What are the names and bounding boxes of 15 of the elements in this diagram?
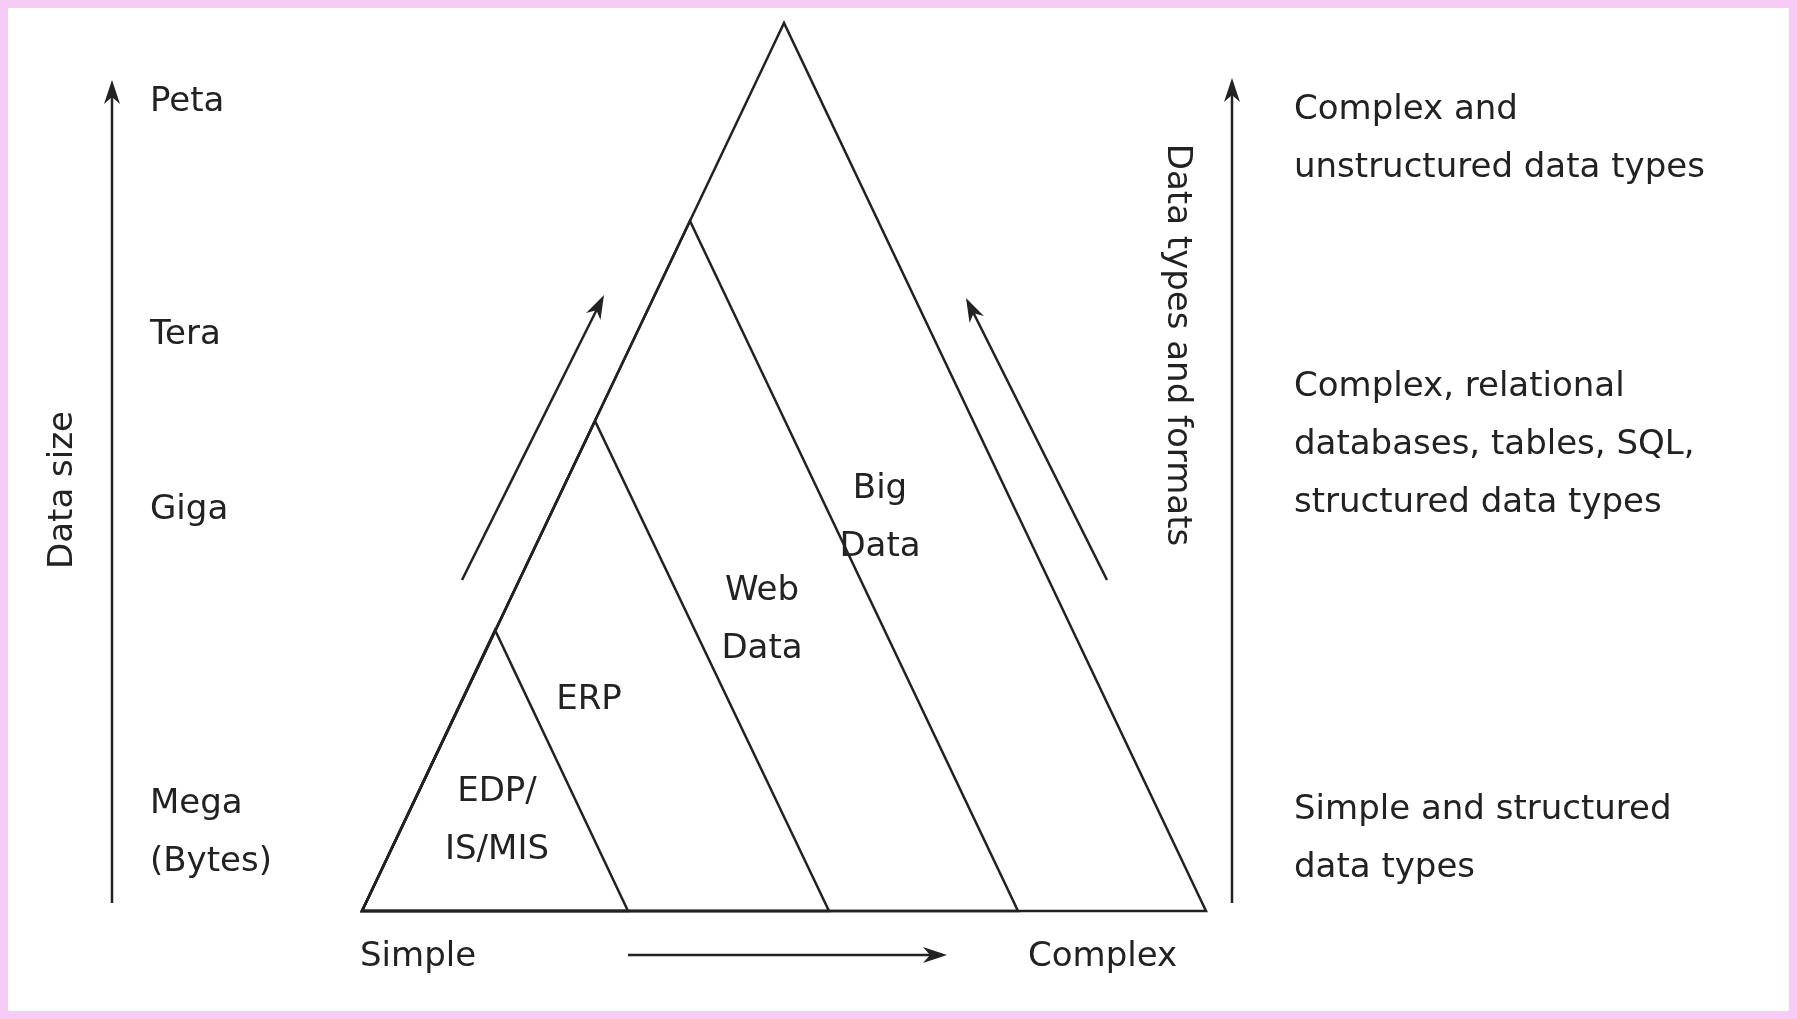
region-label: Big Data [838, 465, 922, 566]
region-label: EDP/ IS/MIS [444, 768, 550, 869]
scale-label: Tera [150, 311, 222, 354]
axis-title: Data size [39, 411, 81, 569]
description-text: Complex, relational databases, tables, SQL, structured data types [1294, 363, 1696, 522]
scale-label: Giga [150, 486, 230, 529]
axis-label: Simple [360, 933, 478, 976]
scale-label: Peta [150, 78, 226, 121]
region-label: Web Data [720, 567, 804, 668]
description-text: Simple and structured data types [1294, 786, 1673, 887]
axis-title: Data types and formats [1159, 143, 1201, 547]
axis-label: Complex [1028, 933, 1179, 976]
scale-label: Mega (Bytes) [150, 780, 273, 881]
region-label: ERP [555, 676, 623, 719]
description-text: Complex and unstructured data types [1294, 86, 1706, 187]
